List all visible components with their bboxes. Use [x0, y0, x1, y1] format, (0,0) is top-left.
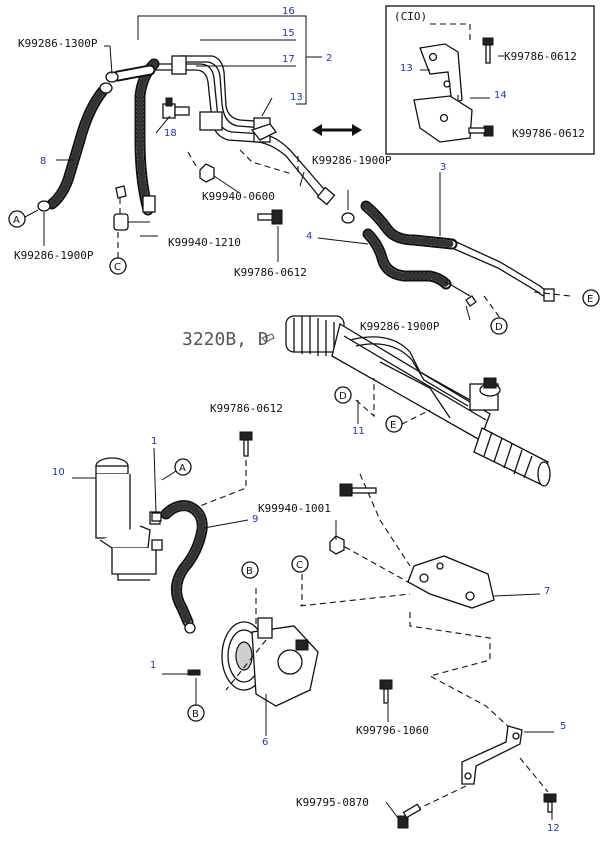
inset-bolt-lower	[468, 125, 494, 137]
code-k99786-0612-res: K99786-0612	[210, 402, 283, 415]
callout-2: 2	[326, 53, 332, 64]
bolt-k99786-0612-res	[239, 431, 253, 457]
callout-15: 15	[282, 28, 295, 39]
marker-d-rack: D	[339, 391, 347, 402]
reservoir-10	[95, 457, 163, 581]
hose-clamp-bottom	[187, 669, 201, 676]
leader-lines	[43, 45, 554, 820]
callout-9: 9	[252, 514, 258, 525]
marker-c-left: C	[114, 262, 121, 273]
hose-clamp-res	[151, 512, 162, 522]
connection-markers: A C E D D E A B C B	[8, 209, 600, 722]
part-code-labels: K99286-1300P K99286-1900P K99286-1900P K…	[14, 37, 440, 809]
callout-3: 3	[440, 162, 446, 173]
callout-18: 18	[164, 128, 177, 139]
inset-label: (CIO)	[394, 10, 427, 23]
bolt-k99795-0870	[397, 803, 422, 829]
code-k99940-1210: K99940-1210	[168, 236, 241, 249]
marker-e-line: E	[587, 294, 593, 305]
bolt-k99786-0612-upper	[257, 209, 283, 225]
callout-14: 14	[494, 90, 507, 101]
callout-numbers: 16 15 17 2 13 18 8 3 4 11 1 10 9 7 1 6 5…	[40, 6, 566, 834]
callout-13: 13	[290, 92, 303, 103]
callout-5: 5	[560, 721, 566, 732]
code-k99286-1900p-mid: K99286-1900P	[312, 154, 392, 167]
hose-3	[360, 200, 555, 302]
pointing-hand-icon	[261, 333, 275, 343]
marker-a-res: A	[179, 463, 186, 474]
callout-4: 4	[306, 231, 312, 242]
callout-6: 6	[262, 737, 268, 748]
marker-e-rack: E	[390, 420, 396, 431]
double-arrow-icon	[312, 124, 362, 136]
hose-4	[362, 228, 477, 307]
pump-bracket-7	[407, 555, 495, 609]
marker-a-left: A	[13, 215, 20, 226]
inset-bolt-upper	[482, 37, 494, 64]
code-k99286-1300p: K99286-1300P	[18, 37, 98, 50]
return-hose-8	[37, 82, 113, 212]
code-k99786-0612-inset-a: K99786-0612	[504, 50, 577, 63]
nut-k99940-1001	[329, 535, 345, 555]
hose-clamp	[341, 212, 355, 224]
suction-hose-9	[160, 500, 208, 634]
bolt-12	[543, 793, 557, 813]
pressure-switch	[162, 97, 190, 119]
code-k99286-1900p-rack: K99286-1900P	[360, 320, 440, 333]
callout-10: 10	[52, 467, 65, 478]
code-k99940-0600: K99940-0600	[202, 190, 275, 203]
marker-c-pump: C	[296, 560, 303, 571]
cio-inset: (CIO) K99786-0612 K99786-0612 13 14	[385, 5, 595, 155]
code-k99286-1900p-left: K99286-1900P	[14, 249, 94, 262]
bolt-11	[339, 483, 377, 497]
code-k99786-0612-inset-b: K99786-0612	[512, 127, 585, 140]
marker-b-pump: B	[246, 566, 253, 577]
marker-d-line: D	[495, 322, 503, 333]
code-k99796-1060: K99796-1060	[356, 724, 429, 737]
steering-gear-rack	[285, 315, 551, 487]
callout-11: 11	[352, 426, 365, 437]
code-k99795-0870: K99795-0870	[296, 796, 369, 809]
variant-label: 3220B, D	[182, 329, 269, 350]
pressure-pipe-assembly	[105, 15, 336, 231]
marker-b-bottom: B	[192, 709, 199, 720]
callout-12: 12	[547, 823, 560, 834]
callout-1-bottom: 1	[150, 660, 156, 671]
bolt-k99796-1060	[379, 679, 393, 704]
callout-17: 17	[282, 54, 295, 65]
callout-16: 16	[282, 6, 295, 17]
callout-8: 8	[40, 156, 46, 167]
callout-7: 7	[544, 586, 550, 597]
support-bracket-5	[461, 725, 523, 785]
callout-13-inset: 13	[400, 63, 413, 74]
code-k99940-1001: K99940-1001	[258, 502, 331, 515]
callout-1-top: 1	[151, 436, 157, 447]
power-steering-pump-6	[221, 617, 319, 707]
code-k99786-0612-upper: K99786-0612	[234, 266, 307, 279]
